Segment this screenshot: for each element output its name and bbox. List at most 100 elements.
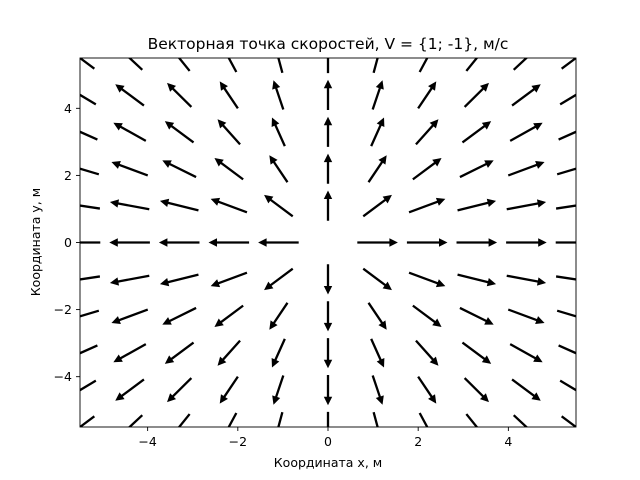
vector-arrow [362, 267, 392, 291]
vector-arrow [323, 153, 333, 184]
vector-arrow [555, 204, 576, 210]
vector-arrow [511, 378, 541, 401]
vector-arrow [323, 338, 333, 369]
vector-arrow [370, 338, 385, 368]
vector-arrow [269, 302, 289, 330]
vector-arrow [362, 194, 392, 218]
vector-arrow [367, 155, 387, 183]
x-axis-label: Координата x, м [274, 455, 382, 470]
vector-arrow [371, 80, 384, 110]
vector-arrow [80, 379, 97, 392]
vector-arrow [208, 238, 250, 247]
vector-arrow [558, 130, 576, 141]
vector-arrow [177, 58, 191, 72]
vector-arrow [509, 343, 543, 363]
vector-arrow [113, 122, 147, 142]
vector-arrow [164, 121, 195, 144]
vector-arrow [271, 117, 286, 147]
vector-arrow [214, 158, 244, 181]
vector-arrow [371, 375, 384, 405]
plot-frame [79, 57, 577, 428]
vector-arrow [217, 339, 241, 366]
vector-arrow [80, 130, 98, 141]
vector-arrow [408, 271, 446, 288]
vector-arrow [109, 199, 150, 211]
x-tick-label: 0 [324, 434, 332, 449]
vector-arrow [80, 204, 101, 210]
vector-arrow [217, 119, 241, 146]
vector-arrow [555, 275, 576, 281]
vector-arrow [461, 121, 492, 144]
vector-arrow [80, 241, 101, 244]
vector-arrow [177, 413, 191, 427]
x-tick-label: 4 [504, 434, 512, 449]
vector-arrow [264, 194, 294, 218]
vector-arrow [164, 341, 195, 364]
vector-arrow [227, 58, 238, 73]
vector-arrow [370, 117, 385, 147]
vector-arrow [159, 273, 199, 287]
vector-arrow [367, 302, 387, 330]
vector-arrow [556, 309, 576, 318]
vector-arrow [465, 58, 479, 72]
vector-arrow [323, 301, 333, 332]
vector-arrow [323, 190, 333, 221]
x-tick-label: 2 [414, 434, 422, 449]
vector-arrow [326, 58, 330, 74]
vector-arrow [412, 304, 442, 327]
vector-arrow [506, 238, 547, 247]
y-tick-label: −2 [54, 302, 72, 317]
vector-arrow [269, 155, 289, 183]
vector-arrow [412, 158, 442, 181]
vector-arrow [558, 344, 576, 355]
vector-arrow [511, 84, 541, 107]
vector-arrow [417, 375, 437, 404]
y-tick-label: 2 [64, 168, 72, 183]
vector-arrow [506, 199, 547, 211]
arrow-group [80, 58, 576, 427]
y-tick-label: 4 [64, 101, 72, 116]
vector-arrow [272, 80, 285, 110]
vector-arrow [357, 238, 398, 247]
vector-arrow [457, 198, 497, 212]
vector-arrow [417, 81, 437, 110]
vector-arrow [80, 415, 96, 427]
chart-title: Векторная точка скоростей, V = {1; -1}, … [148, 35, 509, 53]
vector-arrow [507, 160, 545, 177]
vector-arrow [559, 379, 576, 392]
vector-arrow [111, 160, 149, 177]
x-tick-label: −4 [138, 434, 156, 449]
x-tick-label: −2 [229, 434, 247, 449]
vector-arrow [219, 81, 239, 110]
vector-arrow [372, 58, 379, 74]
vector-arrow [559, 93, 576, 106]
vector-arrow [560, 58, 576, 70]
vector-arrow [272, 375, 285, 405]
vector-arrow [264, 267, 294, 291]
vector-arrow [111, 308, 149, 325]
vector-arrow [323, 116, 333, 147]
vector-arrow [465, 413, 479, 427]
vector-arrow [258, 238, 299, 247]
y-tick-label: 0 [64, 235, 72, 250]
vector-arrow [408, 197, 446, 214]
vector-arrow [115, 378, 145, 401]
vector-arrow [506, 274, 547, 286]
vector-arrow [80, 344, 98, 355]
vector-arrow [556, 167, 576, 176]
vector-arrow [277, 411, 284, 427]
vector-arrow [555, 241, 576, 244]
vector-arrow [109, 238, 150, 247]
vector-arrow [113, 343, 147, 363]
y-axis-label: Координата y, м [28, 188, 43, 296]
vector-arrow [127, 414, 144, 427]
vector-arrow [80, 167, 100, 176]
vector-arrow [115, 84, 145, 107]
vector-arrow [372, 411, 379, 427]
vector-arrow [461, 341, 492, 364]
vector-arrow [323, 375, 333, 406]
vector-arrow [406, 238, 448, 247]
vector-arrow [109, 274, 150, 286]
